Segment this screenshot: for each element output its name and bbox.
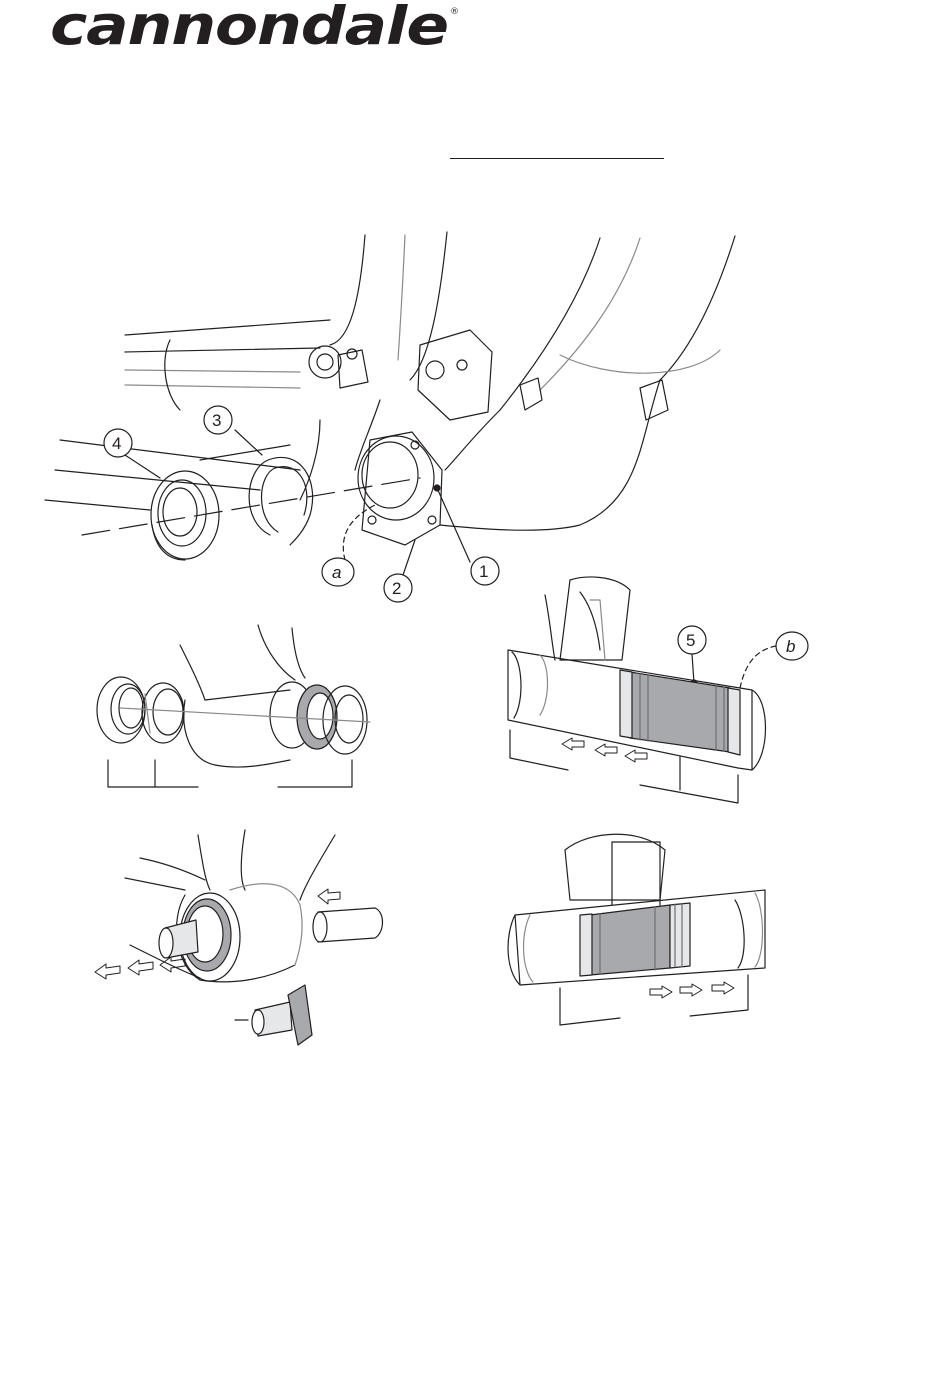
hollow-arrow-icon	[650, 982, 734, 998]
figure-cutaway-removal	[508, 577, 766, 803]
hollow-arrow-icon	[562, 738, 647, 762]
callout-b-label: b	[786, 637, 795, 656]
figure-cutaway-install	[508, 834, 765, 1025]
figure-bearing-stack	[97, 625, 370, 787]
callout-b: b	[776, 632, 808, 660]
callouts: 1 2 3 4 5 a b	[104, 406, 808, 660]
callout-5-label: 5	[686, 631, 695, 650]
callout-1: 1	[471, 557, 499, 585]
figure-press-tool	[95, 830, 383, 1045]
callout-4: 4	[104, 429, 132, 457]
callout-5: 5	[678, 626, 706, 654]
callout-a-label: a	[332, 563, 341, 582]
callout-4-label: 4	[112, 434, 121, 453]
callout-1-label: 1	[479, 562, 488, 581]
callout-a: a	[322, 558, 354, 586]
callout-3-label: 3	[212, 411, 221, 430]
figure-frame-exploded	[45, 232, 735, 578]
callout-3: 3	[204, 406, 232, 434]
callout-2-label: 2	[392, 579, 401, 598]
callout-2: 2	[384, 574, 412, 602]
